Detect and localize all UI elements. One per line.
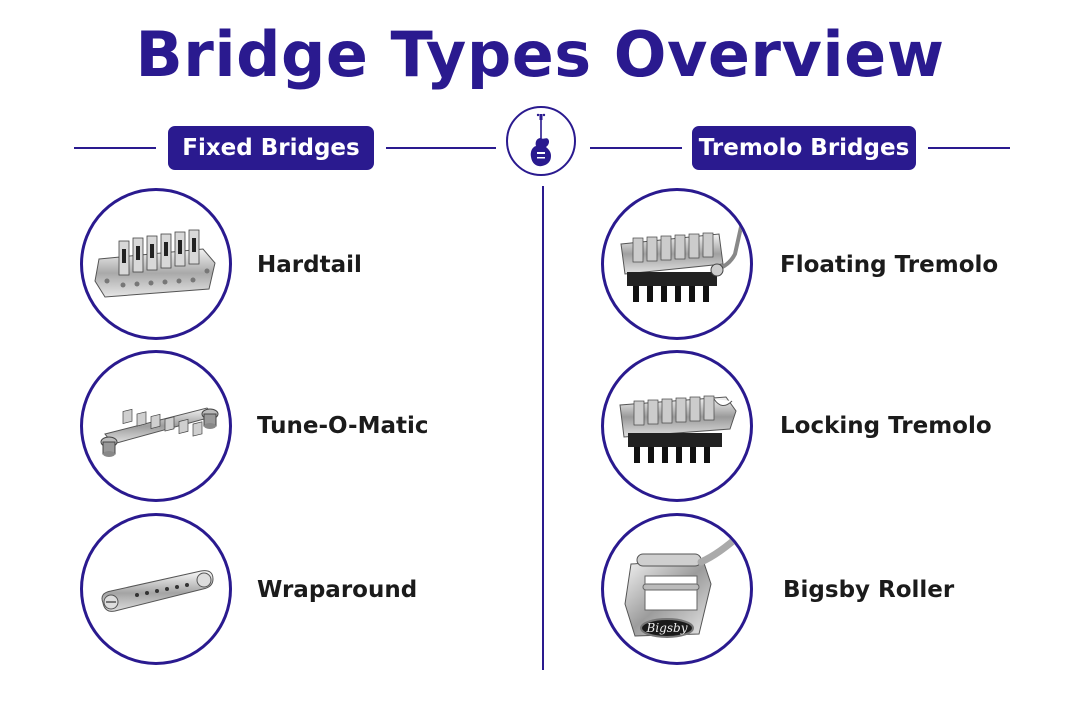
hardtail-label: Hardtail	[257, 252, 362, 278]
tune-o-matic-label: Tune-O-Matic	[257, 413, 429, 439]
tremolo-bridges-heading: Tremolo Bridges	[692, 126, 916, 170]
hardtail-bridge-icon	[94, 229, 216, 298]
divider-line	[74, 147, 156, 149]
fixed-bridges-heading: Fixed Bridges	[168, 126, 374, 170]
bigsby-badge-text: Bigsby	[646, 621, 688, 635]
hardtail-image-circle	[80, 188, 232, 340]
divider-line	[386, 147, 496, 149]
page-title: Bridge Types Overview	[135, 18, 945, 91]
guitar-emblem	[506, 106, 576, 176]
floating-tremolo-label: Floating Tremolo	[780, 252, 999, 278]
divider-line	[590, 147, 682, 149]
floating-tremolo-image-circle	[601, 188, 753, 340]
bigsby-roller-image-circle: Bigsby	[601, 513, 753, 665]
floating-tremolo-icon	[620, 216, 745, 302]
locking-tremolo-label: Locking Tremolo	[780, 413, 992, 439]
wraparound-label: Wraparound	[257, 577, 418, 603]
locking-tremolo-image-circle	[601, 350, 753, 502]
divider-line	[928, 147, 1010, 149]
tune-o-matic-bridge-icon	[100, 407, 219, 457]
bigsby-roller-icon: Bigsby	[624, 530, 745, 638]
tune-o-matic-image-circle	[80, 350, 232, 502]
wraparound-image-circle	[80, 513, 232, 665]
center-divider	[542, 186, 544, 670]
bigsby-roller-label: Bigsby Roller	[783, 577, 955, 603]
guitar-icon	[530, 113, 551, 167]
wraparound-bridge-icon	[101, 570, 214, 612]
locking-tremolo-icon	[619, 395, 737, 463]
